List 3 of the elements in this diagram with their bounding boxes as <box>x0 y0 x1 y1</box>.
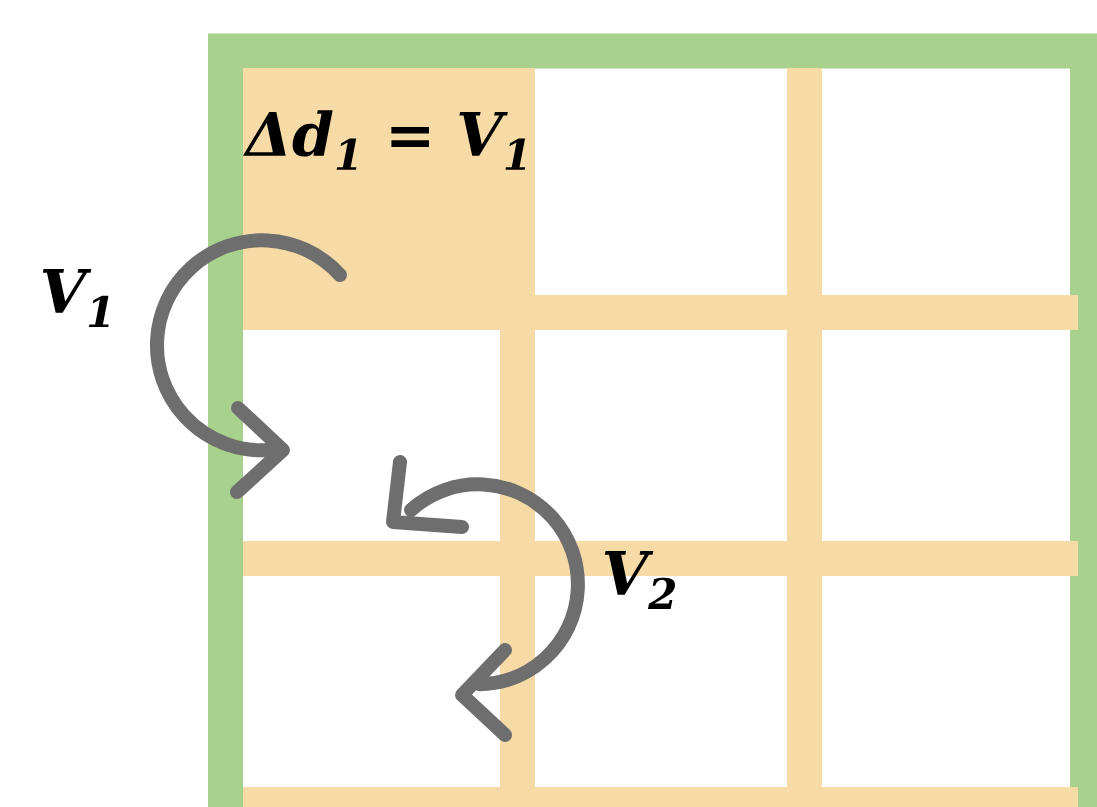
velocity-label: V$_{1}$ <box>42 269 109 327</box>
velocity-label: V$_{2}$ <box>604 551 675 609</box>
filled-cell: Δd$_{1}$ = V$_{1}$ <box>242 68 535 330</box>
